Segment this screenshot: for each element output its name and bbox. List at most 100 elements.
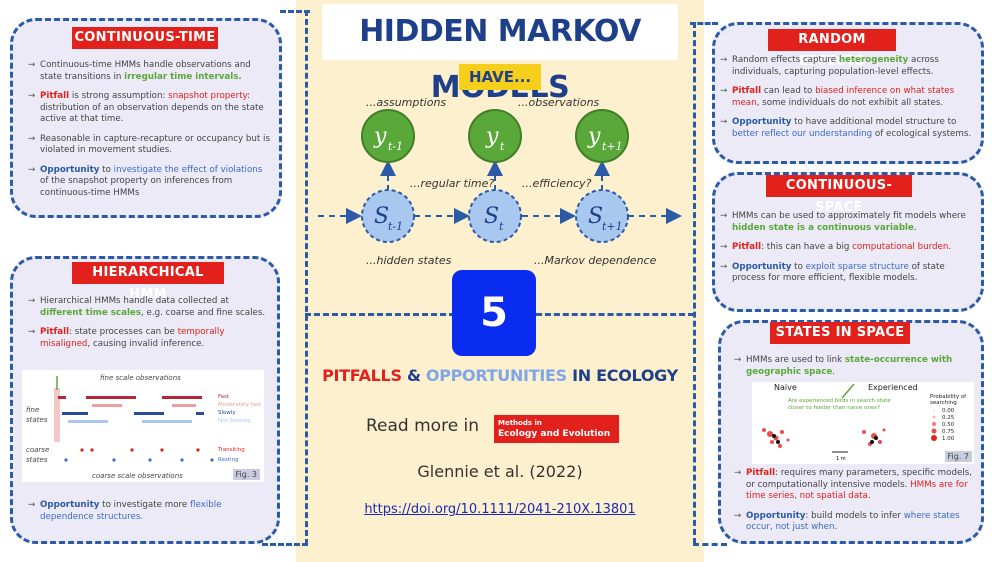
- obs-node-2-label: y: [485, 124, 499, 149]
- coarse-states-label-2: states: [26, 456, 48, 464]
- opportunities-word: OPPORTUNITIES: [425, 366, 567, 385]
- legend-0-75: 0.75: [942, 429, 955, 435]
- frame-line-top-right: [690, 22, 718, 25]
- journal-logo-top: Methods in: [498, 419, 542, 427]
- fig3-tag: Fig. 3: [232, 469, 260, 480]
- frame-line-bottom-right: [693, 543, 727, 546]
- obs-node-2-sub: t: [500, 140, 505, 153]
- citation-text: Glennie et al. (2022): [417, 462, 583, 481]
- page-title: HIDDEN MARKOV MODELS: [322, 4, 678, 105]
- obs-node-3-sub: t+1: [602, 140, 623, 153]
- label-efficiency: ...efficiency?: [522, 177, 592, 190]
- card-states-in-space-bullets: HMMs are used to link state-occurrence w…: [734, 355, 978, 386]
- figure-states-in-space: Naive Experienced Probability of searchi…: [752, 382, 974, 464]
- frame-line-left-vertical: [305, 10, 308, 545]
- fine-obs-label: fine scale observations: [100, 374, 181, 382]
- frame-line-bottom-left: [262, 543, 308, 546]
- doi-link[interactable]: https://doi.org/10.1111/2041-210X.13801: [364, 502, 636, 517]
- figure-states-in-space-svg: Naive Experienced Probability of searchi…: [762, 383, 967, 462]
- figure-hierarchical: fine scale observations coarse scale obs…: [22, 370, 264, 482]
- state-node-2-sub: t: [499, 220, 504, 233]
- label-regular-time: ...regular time?: [410, 177, 494, 190]
- label-observations: ...observations: [518, 96, 600, 109]
- scale-label: 1 m: [836, 456, 846, 462]
- figure-hierarchical-svg: fine scale observations coarse scale obs…: [26, 374, 262, 480]
- frame-line-middle-right: [536, 313, 694, 316]
- pitfalls-word: PITFALLS: [322, 366, 402, 385]
- journal-logo-bottom: Ecology and Evolution: [498, 429, 611, 439]
- hh-bullet-1: Hierarchical HMMs handle data collected …: [28, 296, 268, 319]
- ss-bullet-1: HMMs are used to link state-occurrence w…: [734, 355, 978, 378]
- obs-node-1: [361, 109, 415, 163]
- card-continuous-time-bullets: Continuous-time HMMs handle observations…: [28, 60, 270, 207]
- re-bullet-2: Pitfall can lead to biased inference on …: [720, 86, 976, 109]
- hh-bullet-3: Opportunity to investigate more flexible…: [28, 500, 268, 523]
- probability-legend-title: Probability of: [930, 394, 967, 400]
- experienced-label: Experienced: [868, 383, 918, 392]
- naive-label: Naive: [774, 383, 797, 392]
- label-markov: ...Markov dependence: [534, 254, 657, 267]
- obs-node-1-sub: t-1: [388, 140, 403, 153]
- read-more-text: Read more in: [366, 416, 480, 436]
- fig7-tag: Fig. 7: [944, 451, 972, 462]
- citation: Glennie et al. (2022): [300, 462, 700, 481]
- have-badge: HAVE...: [459, 64, 541, 90]
- fine-states-label-2: states: [26, 416, 48, 424]
- legend-moderately-fast: Moderately fast: [218, 402, 262, 408]
- number-badge: 5: [452, 270, 536, 356]
- legend-0-00: 0.00: [942, 408, 955, 414]
- ss-bullet-2: Pitfall: requires many parameters, speci…: [734, 468, 978, 503]
- amp-word: &: [406, 366, 421, 385]
- cs-bullet-3: Opportunity to exploit sparse structure …: [720, 262, 976, 285]
- card-continuous-time-title: CONTINUOUS-TIME: [72, 27, 218, 49]
- card-hierarchical-bullets-2: Opportunity to investigate more flexible…: [28, 500, 268, 531]
- legend-0-25: 0.25: [942, 415, 955, 421]
- card-random-effects-bullets: Random effects capture heterogeneity acr…: [720, 55, 976, 148]
- re-bullet-3: Opportunity to have additional model str…: [720, 117, 976, 140]
- card-hierarchical-title: HIERARCHICAL HMM: [72, 262, 224, 302]
- card-states-in-space-bullets-2: Pitfall: requires many parameters, speci…: [734, 468, 978, 542]
- ct-bullet-2: Pitfall is strong assumption: snapshot p…: [28, 91, 270, 126]
- card-continuous-space-bullets: HMMs can be used to approximately fit mo…: [720, 211, 976, 293]
- legend-resting: Resting: [218, 457, 239, 463]
- legend-slowly: Slowly: [218, 410, 236, 416]
- state-node-2-label: S: [484, 204, 499, 229]
- legend-transiting: Transiting: [217, 447, 245, 453]
- obs-node-3-label: y: [587, 124, 601, 149]
- ct-bullet-3: Reasonable in capture-recapture or occup…: [28, 134, 270, 157]
- legend-1-00: 1.00: [942, 436, 955, 442]
- ct-bullet-1: Continuous-time HMMs handle observations…: [28, 60, 270, 83]
- legend-not-slowing: Not Slowing: [218, 418, 251, 424]
- fine-states-label: fine: [26, 406, 39, 414]
- label-hidden-states: ...hidden states: [366, 254, 452, 267]
- coarse-states-label: coarse: [26, 446, 49, 454]
- state-node-1-label: S: [374, 204, 389, 229]
- state-node-1: [361, 189, 415, 243]
- ss-bullet-3: Opportunity: build models to infer where…: [734, 511, 978, 534]
- frame-line-middle: [305, 313, 455, 316]
- legend-0-50: 0.50: [942, 422, 955, 428]
- state-node-1-sub: t-1: [388, 220, 403, 233]
- obs-node-3: [575, 109, 629, 163]
- legend-fast: Fast: [218, 394, 230, 400]
- card-states-in-space-title: STATES IN SPACE: [770, 322, 910, 344]
- state-node-2: [468, 189, 522, 243]
- ct-bullet-4: Opportunity to investigate the effect of…: [28, 165, 270, 200]
- pitfalls-heading: PITFALLS & OPPORTUNITIES IN ECOLOGY: [300, 366, 700, 385]
- frame-line-top-left: [280, 10, 310, 13]
- cs-bullet-2: Pitfall: this can have a big computation…: [720, 242, 976, 254]
- journal-logo[interactable]: Methods in Ecology and Evolution: [494, 415, 619, 443]
- state-node-3-label: S: [588, 204, 603, 229]
- coarse-obs-label: coarse scale observations: [92, 472, 183, 480]
- state-node-3: [575, 189, 629, 243]
- card-hierarchical-bullets: Hierarchical HMMs handle data collected …: [28, 296, 268, 358]
- card-continuous-space-title: CONTINUOUS-SPACE: [766, 175, 912, 215]
- card-random-effects-title: RANDOM EFFECTS: [768, 29, 896, 69]
- frame-line-right-vertical: [693, 22, 696, 544]
- cs-bullet-1: HMMs can be used to approximately fit mo…: [720, 211, 976, 234]
- hmm-diagram: y t-1 y t y t+1 S t-1 S t S t+1 ...assum…: [318, 96, 682, 267]
- obs-node-1-label: y: [373, 124, 387, 149]
- fig7-question: Are experienced birds in search state cl…: [788, 398, 891, 411]
- in-ecology-word: IN ECOLOGY: [572, 366, 678, 385]
- re-bullet-1: Random effects capture heterogeneity acr…: [720, 55, 976, 78]
